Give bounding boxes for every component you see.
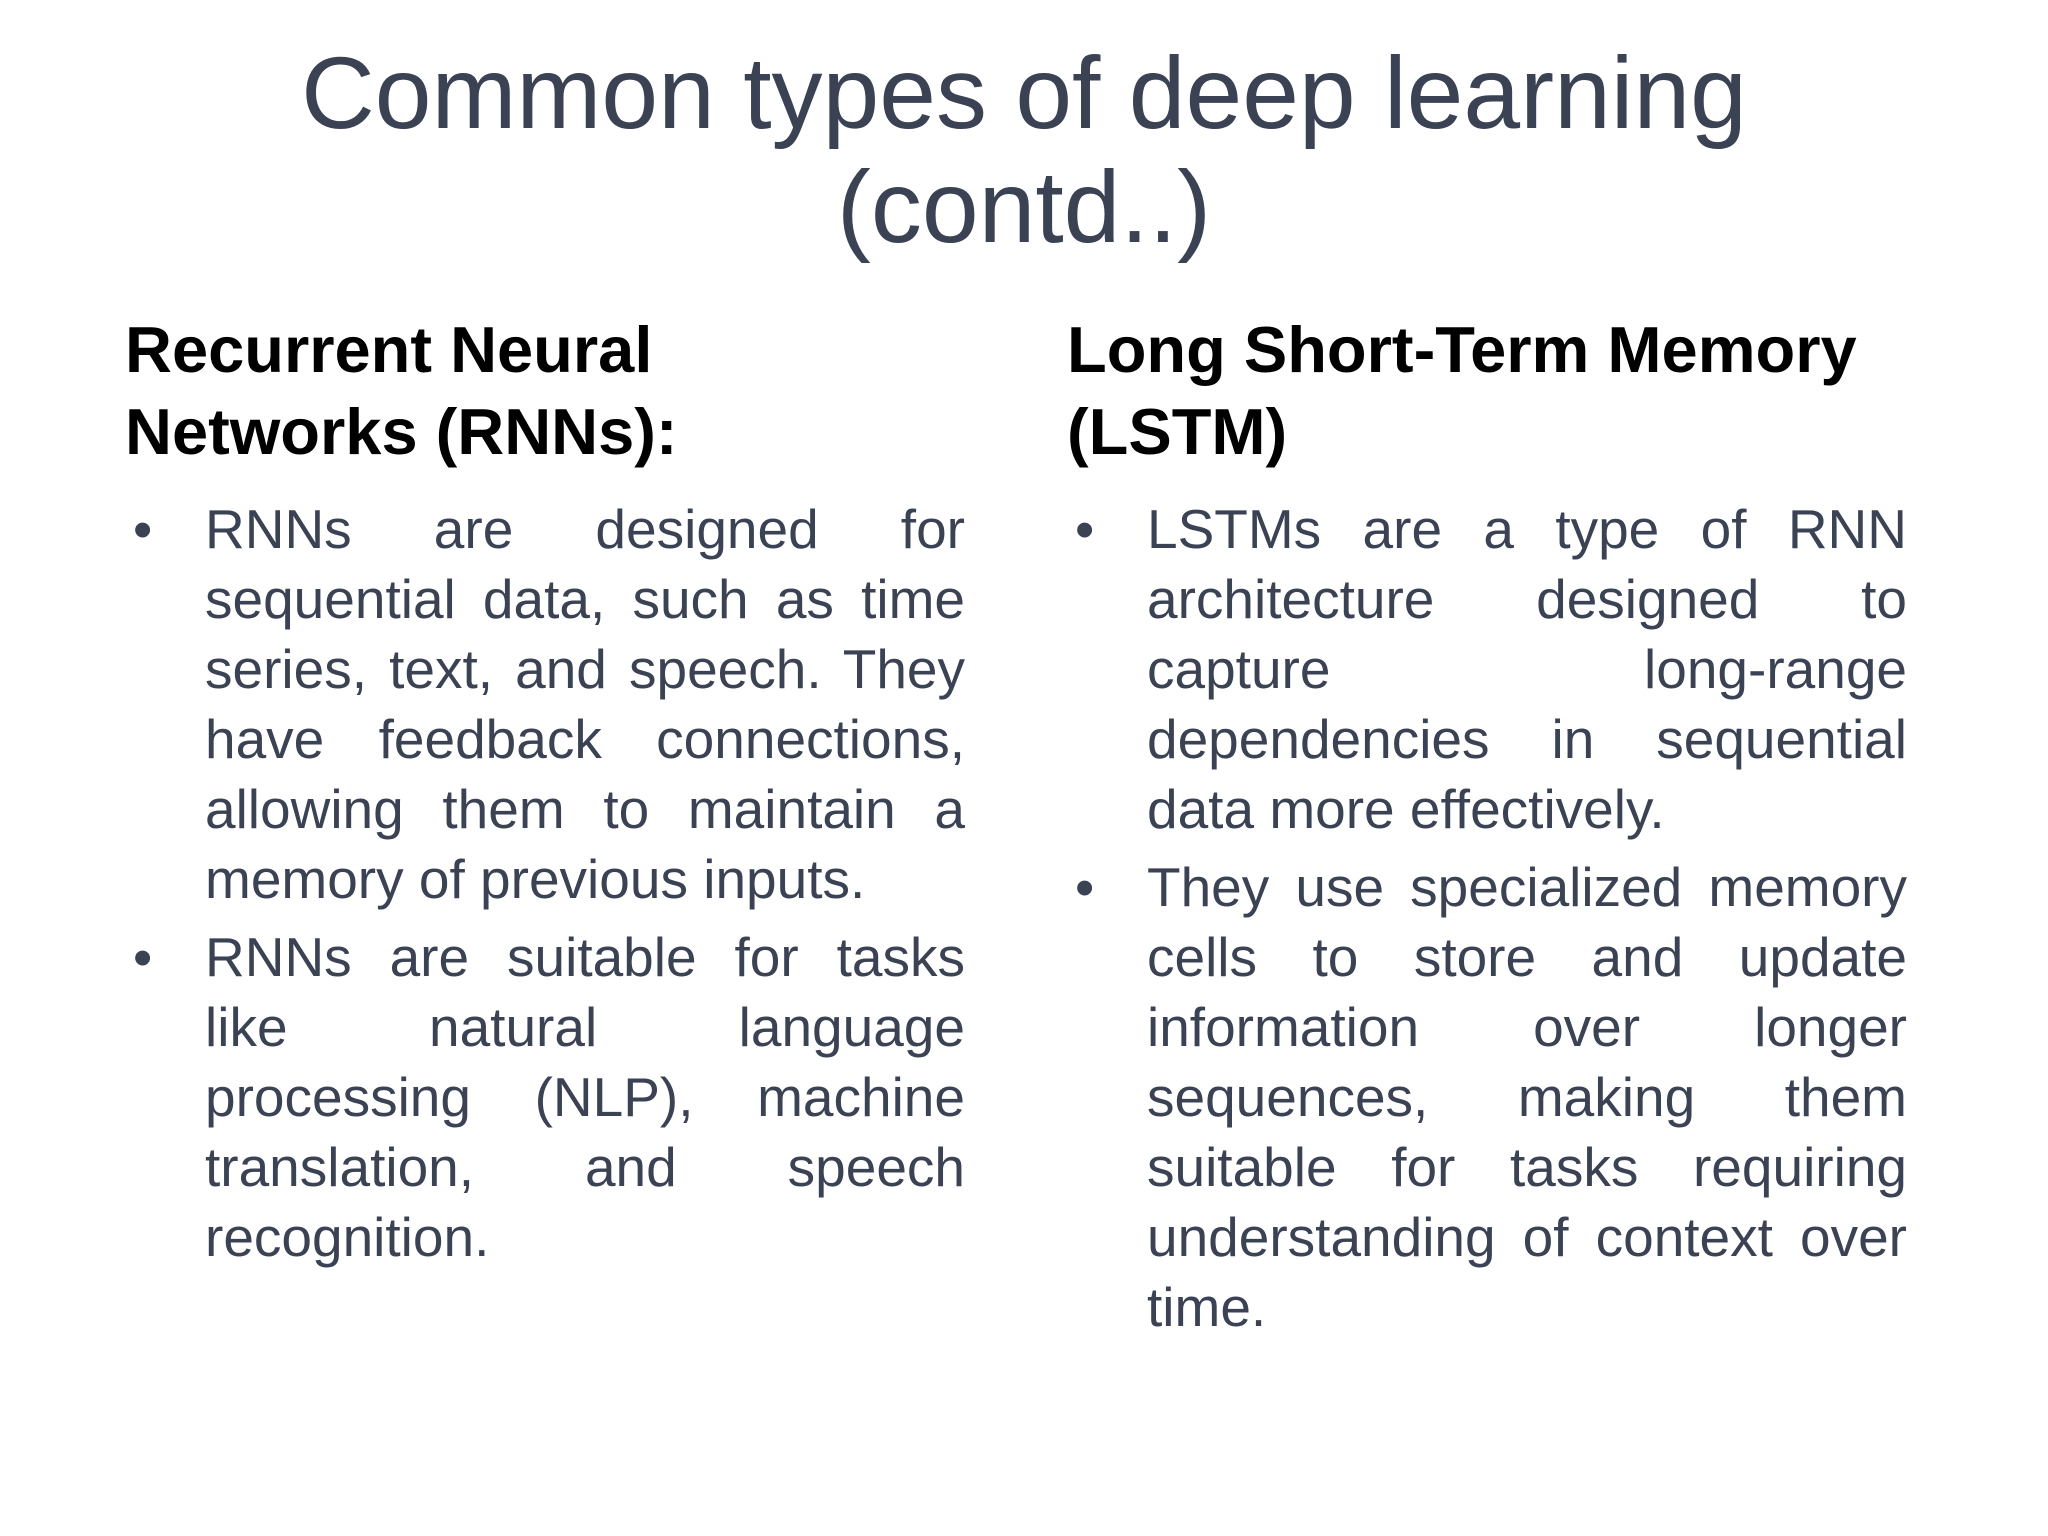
column-lstm-bullet-list: • LSTMs are a type of RNN architecture d… <box>1067 494 1907 1342</box>
bullet-dot-icon: • <box>133 926 153 988</box>
column-lstm: Long Short-Term Memory (LSTM) • LSTMs ar… <box>1067 309 1907 1342</box>
column-rnn-heading: Recurrent Neural Networks (RNNs): <box>125 313 678 468</box>
bullet-item: • RNNs are suitable for tasks like natur… <box>125 922 965 1272</box>
bullet-item: • RNNs are designed for sequential data,… <box>125 494 965 914</box>
columns: Recurrent Neural Networks (RNNs): • RNNs… <box>0 309 2048 1342</box>
bullet-item: • They use specialized memory cells to s… <box>1067 852 1907 1342</box>
bullet-text: RNNs are suitable for tasks like natural… <box>205 926 965 1268</box>
bullet-dot-icon: • <box>1075 498 1095 560</box>
bullet-dot-icon: • <box>1075 856 1095 918</box>
bullet-item: • LSTMs are a type of RNN architecture d… <box>1067 494 1907 844</box>
bullet-dot-icon: • <box>133 498 153 560</box>
column-rnn: Recurrent Neural Networks (RNNs): • RNNs… <box>125 309 965 1342</box>
bullet-text: RNNs are designed for sequential data, s… <box>205 498 965 910</box>
column-rnn-bullet-list: • RNNs are designed for sequential data,… <box>125 494 965 1272</box>
column-lstm-heading: Long Short-Term Memory (LSTM) <box>1067 313 1857 468</box>
bullet-text: LSTMs are a type of RNN architecture des… <box>1147 498 1907 840</box>
bullet-text: They use specialized memory cells to sto… <box>1147 856 1907 1338</box>
slide-title: Common types of deep learning (contd..) <box>301 36 1747 264</box>
